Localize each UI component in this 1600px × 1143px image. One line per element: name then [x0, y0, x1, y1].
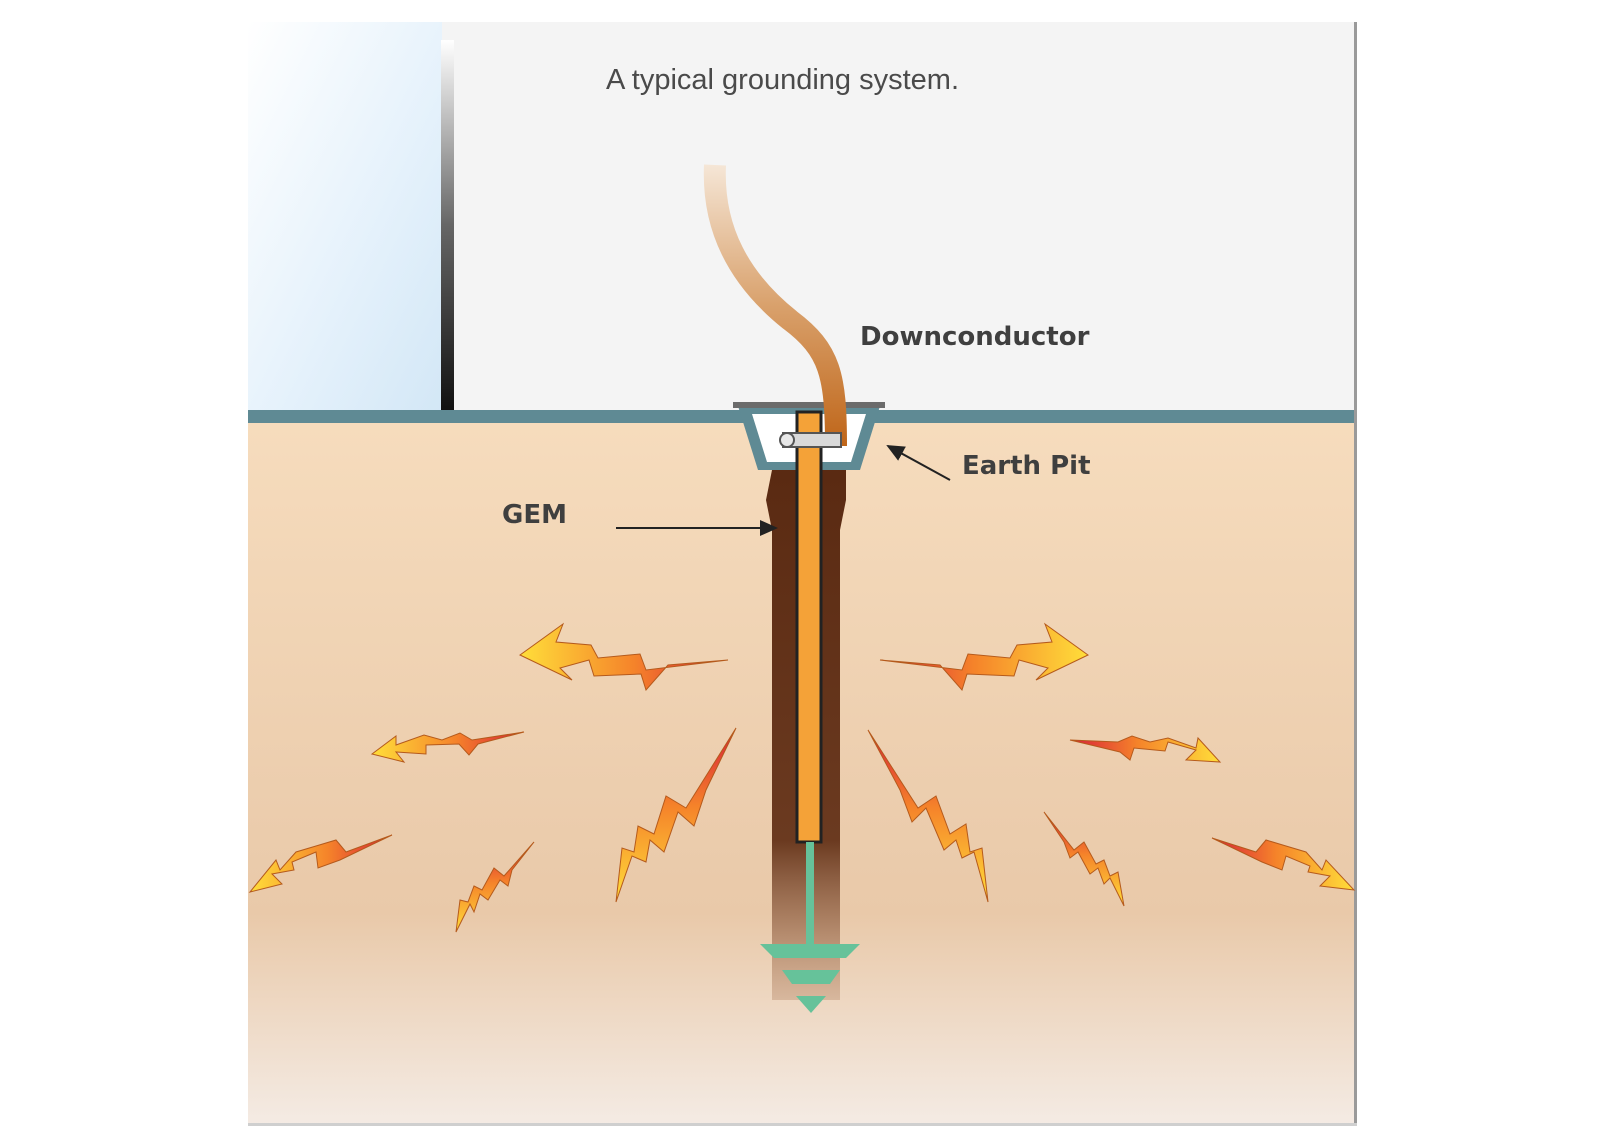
downconductor-cable	[703, 164, 847, 447]
bolt-left-3	[248, 834, 393, 893]
bolt-right-diagonal	[867, 729, 989, 903]
bolt-left-2	[370, 731, 525, 763]
ground-symbol-tip	[796, 996, 826, 1013]
earth-pit-leader	[886, 445, 951, 481]
bolt-right-2	[1069, 735, 1222, 763]
building-pole	[441, 40, 454, 410]
gem-label: GEM	[502, 500, 567, 530]
green-conductor	[806, 842, 814, 944]
bolt-left-1	[519, 622, 729, 691]
pit-cover	[733, 402, 885, 408]
frame-edge	[1354, 22, 1357, 1125]
ground-symbol-bar-1	[760, 944, 860, 958]
bolt-left-small	[455, 841, 535, 933]
earth-pit-label: Earth Pit	[962, 451, 1091, 481]
bolt-right-1	[879, 622, 1089, 691]
bolt-left-diagonal	[615, 727, 737, 903]
downconductor-label: Downconductor	[860, 322, 1090, 352]
bolt-right-3	[1211, 837, 1356, 891]
ground-symbol-bar-2	[782, 970, 840, 984]
frame-bottom-edge	[248, 1123, 1357, 1126]
ground-rod	[795, 410, 823, 844]
clamp-bolt	[779, 432, 795, 448]
bolt-right-small	[1043, 811, 1125, 907]
diagram-title: A typical grounding system.	[606, 64, 959, 96]
window-panel	[248, 22, 442, 410]
